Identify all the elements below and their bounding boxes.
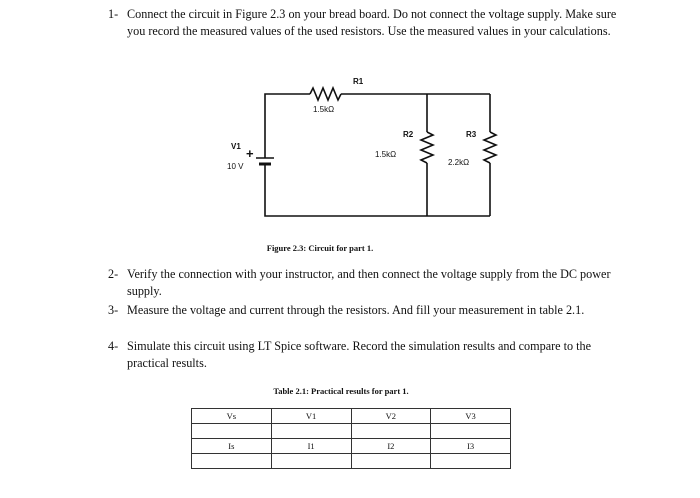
instruction-text: Verify the connection with your instruct… (127, 267, 611, 298)
table-caption: Table 2.1: Practical results for part 1. (273, 386, 409, 396)
resistor-r3 (481, 131, 499, 164)
instruction-text: Connect the circuit in Figure 2.3 on you… (127, 7, 617, 38)
table-cell (430, 423, 511, 439)
table-cell (430, 453, 511, 469)
v1-plus-sign: + (246, 146, 254, 161)
v1-label: V1 (231, 142, 241, 151)
table-cell (350, 453, 432, 469)
r1-value: 1.5kΩ (313, 105, 334, 114)
wire-top-left (264, 93, 310, 146)
instruction-number: 2- (108, 267, 119, 281)
figure-caption: Figure 2.3: Circuit for part 1. (266, 243, 374, 253)
resistor-r2 (418, 131, 436, 164)
table-cell: I2 (350, 438, 432, 454)
table-cell (191, 453, 272, 469)
r2-label: R2 (403, 130, 414, 139)
results-table: Vs V1 V2 V3 Is I1 I2 I3 (191, 408, 511, 469)
table-cell: I3 (430, 438, 511, 454)
instruction-text: Simulate this circuit using LT Spice sof… (127, 339, 592, 370)
instruction-text: Measure the voltage and current through … (127, 303, 585, 317)
table-row (191, 423, 511, 439)
table-cell (191, 423, 272, 439)
resistor-r1 (309, 85, 342, 103)
table-cell (270, 453, 352, 469)
instruction-number: 1- (108, 7, 119, 21)
wire-bottom (264, 166, 490, 217)
circuit-diagram: R1 1.5kΩ R2 1.5kΩ R3 2.2kΩ V1 + 10 V (227, 77, 499, 217)
table-cell (270, 423, 352, 439)
table-cell (350, 423, 432, 439)
table-cell: V3 (430, 408, 511, 424)
r3-value: 2.2kΩ (448, 158, 469, 167)
instruction-number: 3- (108, 303, 119, 317)
v1-value: 10 V (227, 162, 244, 171)
table-cell: I1 (270, 438, 352, 454)
r2-value: 1.5kΩ (375, 150, 396, 159)
table-cell: V2 (350, 408, 432, 424)
instruction-number: 4- (108, 339, 119, 353)
r3-label: R3 (466, 130, 477, 139)
table-cell: Vs (191, 408, 272, 424)
table-row: Vs V1 V2 V3 (191, 408, 511, 424)
table-cell: V1 (270, 408, 352, 424)
table-cell: Is (191, 438, 272, 454)
table-row (191, 453, 511, 469)
table-row: Is I1 I2 I3 (191, 438, 511, 454)
r1-label: R1 (353, 77, 364, 86)
